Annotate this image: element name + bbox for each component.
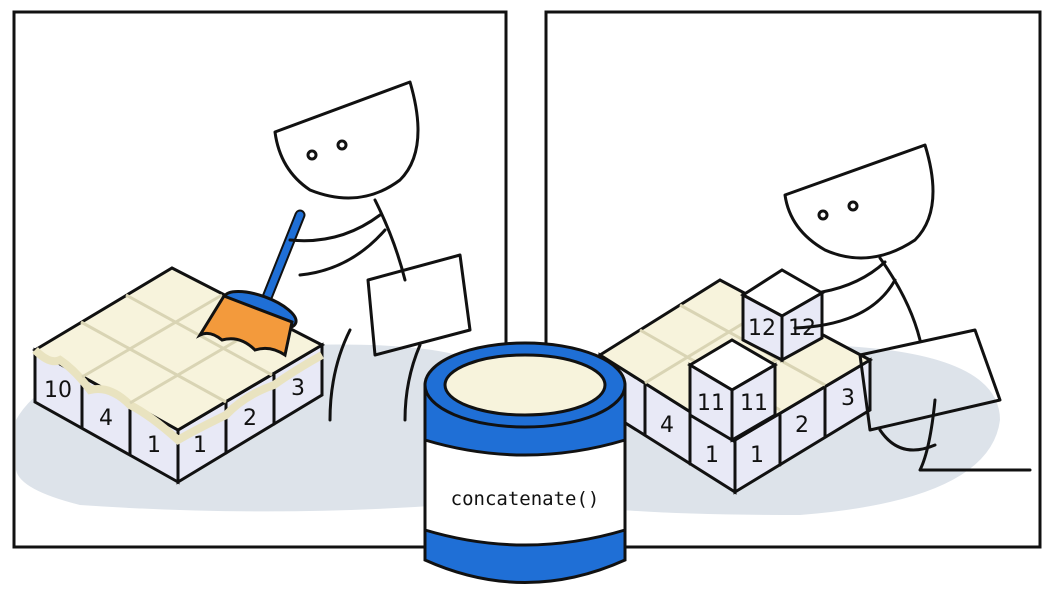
cube-11: 11 11 [687,338,778,443]
paper-sheet [858,328,1002,432]
cube-label: 2 [795,413,809,438]
cube-label: 11 [740,391,768,416]
paint-brush-icon [195,209,306,358]
cube-label: 1 [750,443,764,468]
cube-label: 10 [44,378,72,403]
cube-label: 3 [841,386,855,411]
cube-label: 1 [705,443,719,468]
can-label-text: concatenate() [451,488,600,510]
stick-figure-left [273,80,472,422]
cube-label: 11 [697,391,725,416]
paint-can: concatenate() [423,341,627,584]
left-panel: 10 4 1 1 2 3 [12,10,508,549]
cube-label: 4 [99,406,113,431]
cube-label: 4 [660,413,674,438]
right-panel: 4 1 1 2 3 11 11 12 12 [544,10,1042,549]
paper-sheet [366,253,472,357]
cube-label: 1 [147,433,161,458]
cube-label: 12 [748,316,776,341]
can-label [423,437,627,547]
cube-label: 1 [193,433,207,458]
cube-label: 2 [243,406,257,431]
paint-surface [443,353,607,417]
cube-label: 3 [291,376,305,401]
stick-figure-right [783,143,1032,472]
